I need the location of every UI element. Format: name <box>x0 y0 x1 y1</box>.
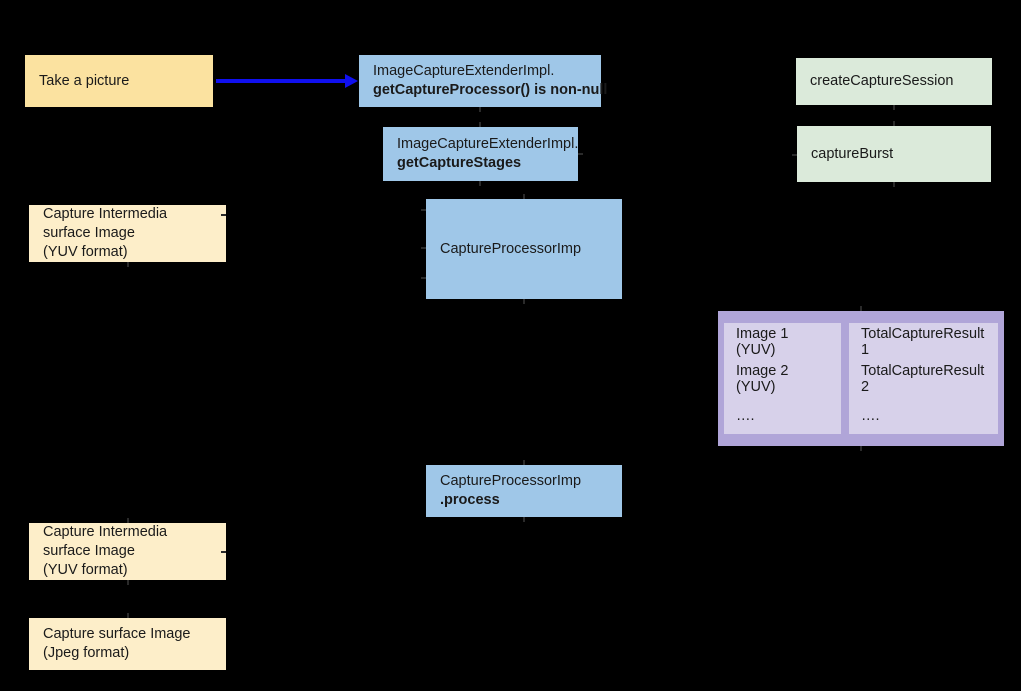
connector-tick-yuv-bottom-top <box>127 518 129 523</box>
node-get-capture-stages-line2: getCaptureStages <box>397 155 522 171</box>
node-capture-burst-label: captureBurst <box>811 145 894 162</box>
connector-tick-gcs-top <box>479 122 481 127</box>
connector-tick-gcp-bottom <box>479 107 481 112</box>
node-capture-jpeg[interactable]: Capture surface Image (Jpeg format) <box>29 618 226 670</box>
connector-tick-gcs-right <box>578 153 583 155</box>
node-capture-intermedia-yuv-bottom-line3: (YUV format) <box>43 562 128 578</box>
connector-tick-yuv-bottom-bottom <box>127 580 129 585</box>
connector-tick-burst-bottom <box>893 182 895 187</box>
cell-image-1: Image 1 (YUV) <box>736 325 789 358</box>
cell-result-2: TotalCaptureResult 2 <box>861 362 985 395</box>
node-capture-intermedia-yuv-top[interactable]: Capture Intermedia surface Image (YUV fo… <box>29 205 226 262</box>
node-create-capture-session-label: createCaptureSession <box>810 73 954 89</box>
node-get-capture-processor-line2: getCaptureProcessor() is non-null <box>373 82 608 98</box>
node-capture-intermedia-yuv-top-line3: (YUV format) <box>43 244 128 260</box>
node-capture-intermedia-yuv-top-line2: surface Image <box>43 225 135 241</box>
table-row[interactable]: Image 1 (YUV) <box>724 323 841 360</box>
connector-tick-process-bottom <box>523 517 525 522</box>
node-capture-intermedia-yuv-bottom[interactable]: Capture Intermedia surface Image (YUV fo… <box>29 523 226 580</box>
connector-tick-cpi-bottom <box>523 299 525 304</box>
node-capture-processor-process-line2: .process <box>440 492 500 508</box>
node-capture-intermedia-yuv-bottom-line1: Capture Intermedia <box>43 524 168 540</box>
node-take-a-picture[interactable]: Take a picture <box>25 55 213 107</box>
connector-tick-ccs-bottom <box>893 105 895 110</box>
connector-tick-yuv-top-right <box>221 214 226 216</box>
connector-tick-burst-top <box>893 121 895 126</box>
node-capture-burst[interactable]: captureBurst <box>797 126 991 182</box>
connector-tick-table-bottom <box>860 446 862 451</box>
connector-tick-table-top <box>860 306 862 311</box>
table-row[interactable]: Image 2 (YUV) <box>724 360 841 397</box>
node-capture-jpeg-line1: Capture surface Image <box>43 626 191 642</box>
table-row[interactable]: TotalCaptureResult 1 <box>849 323 998 360</box>
node-create-capture-session[interactable]: createCaptureSession <box>796 58 992 105</box>
node-capture-processor-imp[interactable]: CaptureProcessorImp <box>426 199 622 299</box>
node-take-a-picture-label: Take a picture <box>39 72 130 89</box>
node-get-capture-processor-line1: ImageCaptureExtenderImpl. <box>373 63 555 79</box>
connector-tick-yuv-bottom-right <box>221 551 226 553</box>
arrow-take-picture-to-capture-processor-line <box>216 79 347 83</box>
connector-tick-cpi-left-1 <box>421 209 426 211</box>
arrow-take-picture-to-capture-processor-head <box>345 74 358 88</box>
connector-tick-cpi-left-2 <box>421 247 426 249</box>
node-capture-processor-process-line1: CaptureProcessorImp <box>440 473 582 489</box>
connector-tick-cpi-left-3 <box>421 277 426 279</box>
node-capture-processor-process[interactable]: CaptureProcessorImp .process <box>426 465 622 517</box>
connector-tick-process-top <box>523 460 525 465</box>
connector-tick-cpi-top <box>523 194 525 199</box>
node-capture-processor-imp-label: CaptureProcessorImp <box>440 240 582 257</box>
node-get-capture-processor[interactable]: ImageCaptureExtenderImpl. getCaptureProc… <box>359 55 608 107</box>
cell-result-1: TotalCaptureResult 1 <box>861 325 985 358</box>
connector-tick-burst-left <box>792 154 797 156</box>
cell-image-more: …. <box>736 407 755 424</box>
table-row[interactable]: TotalCaptureResult 2 <box>849 360 998 397</box>
table-row[interactable]: …. <box>849 397 998 434</box>
node-get-capture-stages[interactable]: ImageCaptureExtenderImpl. getCaptureStag… <box>383 127 578 181</box>
node-get-capture-stages-line1: ImageCaptureExtenderImpl. <box>397 136 579 152</box>
node-capture-intermedia-yuv-bottom-line2: surface Image <box>43 543 135 559</box>
node-capture-jpeg-line2: (Jpeg format) <box>43 645 130 661</box>
connector-tick-jpeg-top <box>127 613 129 618</box>
cell-result-more: …. <box>861 407 880 424</box>
table-row[interactable]: …. <box>724 397 841 434</box>
connector-tick-gcs-bottom <box>479 181 481 186</box>
node-capture-intermedia-yuv-top-line1: Capture Intermedia <box>43 206 168 222</box>
connector-tick-yuv-top-bottom <box>127 262 129 267</box>
cell-image-2: Image 2 (YUV) <box>736 362 789 395</box>
